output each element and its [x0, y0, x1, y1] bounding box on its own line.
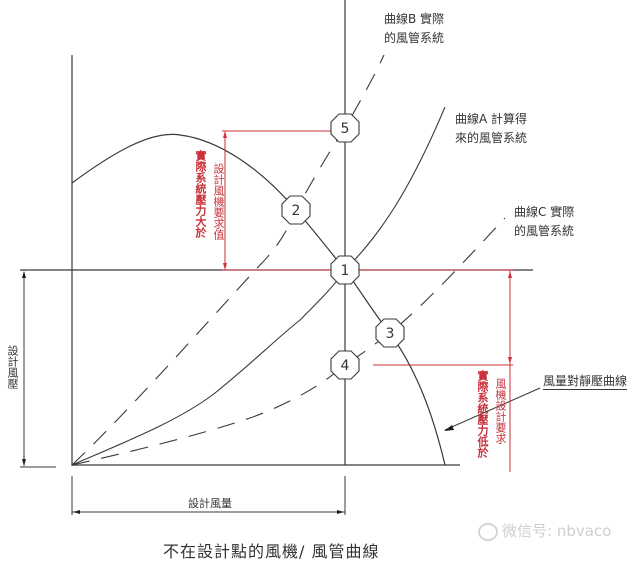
- upper-red-annotation-line-2: 設計風機要求值: [212, 163, 225, 240]
- svg-text:4: 4: [341, 358, 350, 374]
- leader-fan-curve: [444, 387, 541, 431]
- svg-text:1: 1: [341, 263, 350, 279]
- fan-curve: [71, 133, 446, 466]
- watermark-text: 微信号: nbvaco: [502, 522, 612, 540]
- red-arrow-down-icon: [508, 357, 512, 364]
- svg-text:5: 5: [341, 121, 350, 137]
- upper-red-annotation-line-1: 實際系統壓力大於: [194, 150, 207, 238]
- diagram-title: 不在設計點的風機/ 風管曲線: [163, 542, 380, 561]
- arrow-left-icon: [73, 510, 80, 514]
- leader-lines: [444, 387, 541, 431]
- node-2: 2: [281, 195, 311, 225]
- curve-a-line: [71, 106, 446, 466]
- curve-b-label-line-1: 曲線B 實際: [384, 12, 445, 26]
- curve-c-label-line-1: 曲線C 實際: [514, 205, 575, 219]
- node-3: 3: [375, 318, 405, 348]
- lower-red-annotation-line-1: 實際系統壓力低於: [476, 370, 489, 458]
- curve-b-line: [71, 54, 385, 466]
- curve-c-line: [71, 217, 506, 466]
- y-axis-label: 設計風壓: [6, 345, 19, 389]
- curve-b-label-line-2: 的風管系統: [384, 31, 445, 45]
- node-4: 4: [330, 350, 360, 380]
- dimension-lines: [20, 272, 346, 515]
- curve-a-label: 曲線A 計算得 來的風管系統: [455, 110, 527, 148]
- red-arrow-down-icon: [223, 263, 227, 270]
- upper-red-bracket: [222, 130, 333, 271]
- node-5: 5: [330, 113, 360, 143]
- lower-red-bracket: [358, 269, 513, 472]
- arrow-up-icon: [22, 271, 26, 278]
- nodes: 5 2 1 3 4: [281, 113, 405, 380]
- svg-text:3: 3: [386, 326, 395, 342]
- watermark: 微信号: nbvaco: [478, 520, 611, 541]
- curve-a-label-line-1: 曲線A 計算得: [455, 112, 528, 126]
- axes: [20, 0, 533, 466]
- curve-c-label: 曲線C 實際 的風管系統: [514, 203, 574, 241]
- node-1: 1: [330, 255, 360, 285]
- dimension-arrows: [22, 271, 344, 514]
- arrow-right-icon: [337, 510, 344, 514]
- lower-red-arrows: [508, 271, 512, 364]
- lower-red-annotation-line-2: 風機設計要求: [494, 378, 507, 444]
- red-arrow-up-icon: [223, 131, 227, 138]
- curve-b-label: 曲線B 實際 的風管系統: [384, 10, 444, 48]
- wechat-icon: [478, 522, 498, 541]
- fan-curve-label: 風量對靜壓曲線: [543, 374, 628, 390]
- red-arrow-up-icon: [508, 271, 512, 278]
- curve-c-label-line-2: 的風管系統: [514, 224, 575, 238]
- upper-red-arrows: [223, 131, 227, 270]
- leader-arrow-icon: [444, 425, 454, 431]
- x-axis-label: 設計風量: [188, 497, 232, 510]
- arrow-down-icon: [22, 459, 26, 466]
- curve-a-label-line-2: 來的風管系統: [455, 131, 528, 145]
- svg-text:2: 2: [292, 203, 301, 219]
